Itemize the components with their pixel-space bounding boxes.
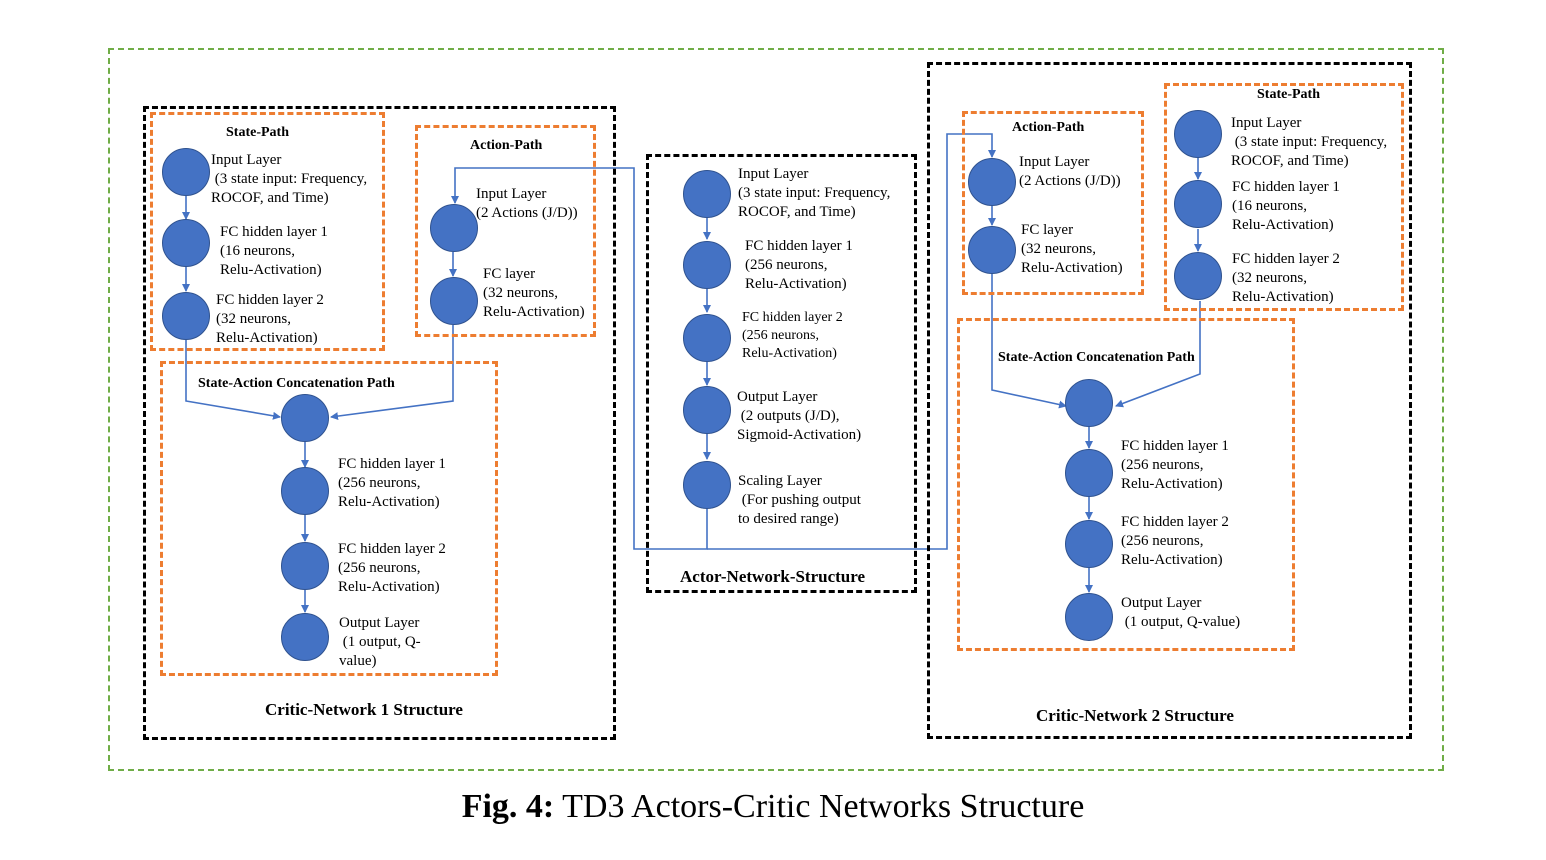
c2-state-input-node (1174, 110, 1222, 158)
c1-state-path-title: State-Path (226, 125, 289, 140)
c1-state-input-node (162, 148, 210, 196)
c1-action-path-frame (415, 125, 596, 337)
c1-state-fc1-label: FC hidden layer 1 (16 neurons, Relu-Acti… (220, 224, 328, 278)
c2-action-fc-label: FC layer (32 neurons, Relu-Activation) (1021, 222, 1123, 276)
c2-concat-path-title: State-Action Concatenation Path (998, 350, 1195, 365)
actor-output-node (683, 386, 731, 434)
c1-output-label: Output Layer (1 output, Q- value) (339, 615, 421, 669)
actor-output-label: Output Layer (2 outputs (J/D), Sigmoid-A… (737, 389, 862, 443)
c2-state-input-label: Input Layer (3 state input: Frequency, R… (1231, 115, 1388, 169)
actor-fc2-label: FC hidden layer 2 (256 neurons, Relu-Act… (742, 310, 843, 361)
actor-fc1-node (683, 241, 731, 289)
actor-input-label: Input Layer (3 state input: Frequency, R… (738, 166, 891, 220)
c1-state-fc2-label: FC hidden layer 2 (32 neurons, Relu-Acti… (216, 292, 324, 346)
c2-action-input-label: Input Layer (2 Actions (J/D)) (1019, 154, 1121, 189)
c1-concat-fc2-node (281, 542, 329, 590)
c2-action-input-node (968, 158, 1016, 206)
critic2-title: Critic-Network 2 Structure (1036, 706, 1234, 725)
c2-concat-fc2-node (1065, 520, 1113, 568)
c2-state-path-title: State-Path (1257, 87, 1320, 102)
actor-to-critic1-line (451, 167, 708, 550)
c1-output-node (281, 613, 329, 661)
c2-concat-fc1-label: FC hidden layer 1 (256 neurons, Relu-Act… (1121, 438, 1229, 492)
c1-action-input-label: Input Layer (2 Actions (J/D)) (476, 186, 578, 221)
c1-concat-path-title: State-Action Concatenation Path (198, 376, 395, 391)
outer-frame (108, 48, 1444, 771)
c2-action-fc-node (968, 226, 1016, 274)
c2-state-merge-line (1115, 301, 1201, 408)
c1-concat-fc2-label: FC hidden layer 2 (256 neurons, Relu-Act… (338, 541, 446, 595)
figure-caption-text: TD3 Actors-Critic Networks Structure (562, 788, 1085, 825)
c2-output-label: Output Layer (1 output, Q-value) (1121, 595, 1241, 630)
c2-state-fc2-label: FC hidden layer 2 (32 neurons, Relu-Acti… (1232, 251, 1340, 305)
c1-state-merge-line (185, 340, 281, 420)
c2-concat-fc1-node (1065, 449, 1113, 497)
c2-action-path-title: Action-Path (1012, 120, 1085, 135)
actor-to-critic2-line (707, 133, 996, 550)
actor-fc1-label: FC hidden layer 1 (256 neurons, Relu-Act… (745, 238, 853, 292)
c1-concat-fc1-node (281, 467, 329, 515)
c1-state-input-label: Input Layer (3 state input: Frequency, R… (211, 152, 368, 206)
critic2-frame (927, 62, 1412, 739)
actor-scaling-label: Scaling Layer (For pushing output to des… (738, 473, 861, 527)
figure-caption-label: Fig. 4: (461, 788, 555, 825)
c1-action-input-node (430, 204, 478, 252)
c1-action-fc-node (430, 277, 478, 325)
c1-action-merge-line (330, 325, 454, 421)
actor-scaling-node (683, 461, 731, 509)
c2-output-node (1065, 593, 1113, 641)
actor-title: Actor-Network-Structure (680, 567, 866, 586)
c2-concat-path-frame (957, 318, 1295, 651)
c1-concat-fc1-label: FC hidden layer 1 (256 neurons, Relu-Act… (338, 456, 446, 510)
c1-state-path-frame (150, 112, 385, 351)
c2-concat-node (1065, 379, 1113, 427)
c2-state-fc1-node (1174, 180, 1222, 228)
actor-fc2-node (683, 314, 731, 362)
c1-action-path-title: Action-Path (470, 138, 543, 153)
c1-state-fc2-node (162, 292, 210, 340)
c2-state-fc2-node (1174, 252, 1222, 300)
c2-concat-fc2-label: FC hidden layer 2 (256 neurons, Relu-Act… (1121, 514, 1229, 568)
figure-caption: Fig. 4: TD3 Actors-Critic Networks Struc… (0, 788, 1546, 826)
c1-action-fc-label: FC layer (32 neurons, Relu-Activation) (483, 266, 585, 320)
c1-concat-node (281, 394, 329, 442)
actor-input-node (683, 170, 731, 218)
c1-concat-path-frame (160, 361, 498, 676)
c2-state-fc1-label: FC hidden layer 1 (16 neurons, Relu-Acti… (1232, 179, 1340, 233)
c2-state-path-frame (1164, 83, 1404, 311)
critic1-frame (143, 106, 616, 740)
actor-frame (646, 154, 917, 593)
critic1-title: Critic-Network 1 Structure (265, 700, 463, 719)
c2-action-path-frame (962, 111, 1144, 295)
c2-action-merge-line (991, 273, 1067, 409)
c1-state-fc1-node (162, 219, 210, 267)
